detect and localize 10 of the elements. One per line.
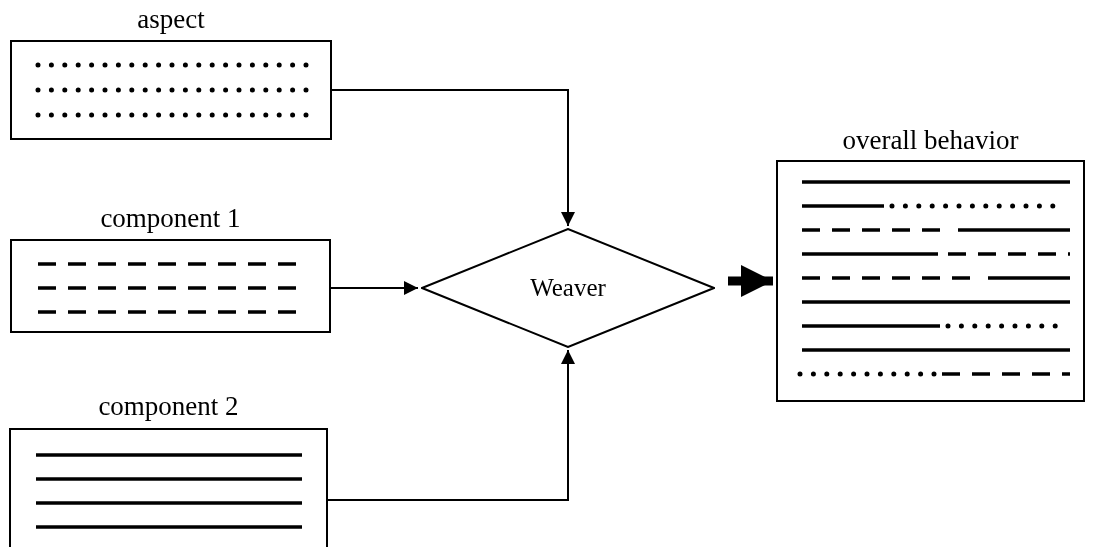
arrow — [330, 281, 419, 295]
decision-diamond — [421, 228, 715, 348]
arrow — [331, 89, 575, 227]
node-label: Weaver — [529, 273, 607, 303]
box-heading: component 2 — [97, 391, 240, 421]
box-heading: aspect — [136, 4, 206, 34]
box-heading: component 1 — [99, 203, 242, 233]
arrow — [728, 265, 773, 297]
arrow — [327, 349, 575, 501]
box-heading: overall behavior — [841, 125, 1020, 155]
